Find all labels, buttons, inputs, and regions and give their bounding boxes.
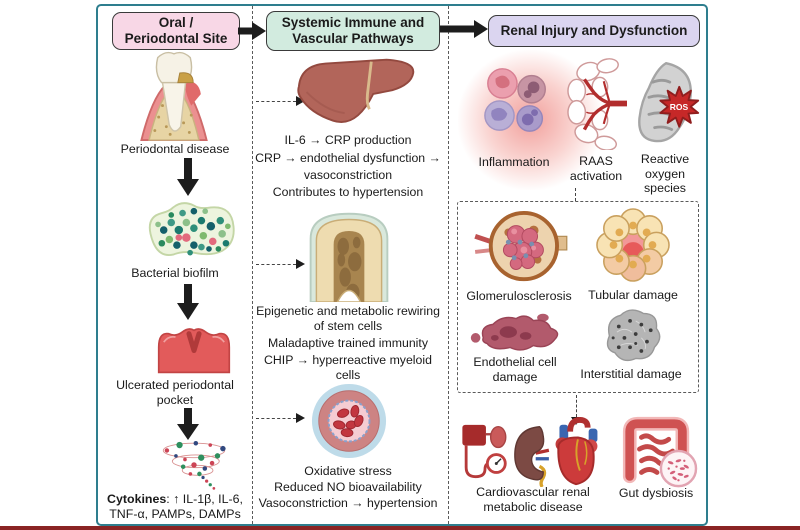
arrow-down-icon [177, 284, 199, 320]
vessel-text-3: Vasoconstriction → hypertension [258, 496, 438, 510]
cytokine-spiral-icon [162, 440, 226, 490]
vessel-text-1: Oxidative stress [304, 464, 392, 478]
liver-text-4: Contributes to hypertension [272, 185, 424, 199]
systemic-header-line2: Vascular Pathways [292, 31, 414, 46]
liver-text-1: IL-6 → CRP production [284, 133, 412, 147]
bone-marrow-icon [309, 212, 389, 302]
kidney-icon [514, 426, 550, 487]
column-divider-1 [252, 6, 253, 524]
reactive-oxygen-species-label: Reactive oxygen species [640, 152, 690, 196]
dashed-arrow-vessel [256, 413, 305, 424]
dashed-arrow-marrow [256, 259, 305, 270]
liver-text-2: CRP → endothelial dysfunction → [255, 151, 441, 165]
marrow-text-5: cells [335, 368, 361, 382]
tubular-damage-label: Tubular damage [588, 288, 678, 302]
ulcerated-pocket-label: Ulcerated periodontal pocket [116, 378, 234, 407]
liver-icon [297, 58, 415, 123]
interstitial-damage-label: Interstitial damage [580, 367, 682, 381]
tubular-damage-icon [596, 208, 670, 282]
systemic-header: Systemic Immune and Vascular Pathways [266, 11, 440, 51]
dashed-arrow-down [571, 395, 582, 425]
blood-pressure-monitor-icon [462, 424, 507, 479]
renal-damage-box [457, 201, 699, 393]
raas-vascular-tree-icon [567, 58, 627, 150]
gut-dysbiosis-icon [622, 416, 698, 488]
cytokines-label: Cytokines: ↑ IL-1β, IL-6, TNF-α, PAMPs, … [100, 492, 250, 521]
dashed-arrow-liver [256, 96, 305, 107]
bacterial-biofilm-icon [148, 202, 235, 257]
endothelial-damage-icon [470, 313, 559, 351]
arrow-right-icon [440, 20, 488, 38]
endothelial-damage-label: Endothelial cell damage [473, 355, 557, 384]
oral-header-line1: Oral / [158, 15, 194, 31]
interstitial-damage-icon [606, 309, 661, 362]
renal-header: Renal Injury and Dysfunction [488, 15, 700, 47]
cardiovascular-renal-label: Cardiovascular renal metabolic disease [476, 485, 590, 514]
marrow-text-4: CHIP → hyperreactive myeloid [264, 353, 432, 367]
bacterial-biofilm-label: Bacterial biofilm [131, 266, 219, 280]
ros-star-label: ROS [669, 102, 689, 112]
dashed-connector [575, 188, 576, 201]
figure-frame: Oral / Periodontal Site Systemic Immune … [96, 4, 708, 526]
marrow-text-2: of stem cells [313, 319, 383, 333]
bottom-red-strip [0, 526, 800, 530]
glomerulosclerosis-icon [474, 210, 568, 282]
raas-label: RAAS activation [569, 154, 623, 183]
inflammation-label: Inflammation [478, 155, 550, 169]
heart-icon [555, 416, 598, 486]
marrow-text-3: Maladaptive trained immunity [268, 336, 428, 350]
cytokines-list: : ↑ IL-1β, IL-6, TNF-α, PAMPs, DAMPs [109, 492, 243, 521]
systemic-header-line1: Systemic Immune and [281, 15, 425, 31]
column-divider-2 [448, 6, 449, 524]
cytokines-bold: Cytokines [107, 492, 167, 506]
arrow-right-icon [238, 22, 266, 40]
ulcerated-pocket-icon [157, 328, 231, 374]
glomerulosclerosis-label: Glomerulosclerosis [466, 289, 572, 303]
liver-text-3: vasoconstriction [303, 168, 393, 182]
vessel-text-2: Reduced NO bioavailability [274, 480, 422, 494]
gut-dysbiosis-label: Gut dysbiosis [618, 486, 694, 500]
renal-header-label: Renal Injury and Dysfunction [500, 23, 688, 39]
blood-vessel-cross-section-icon [311, 383, 387, 459]
arrow-down-icon [177, 158, 199, 196]
oral-header: Oral / Periodontal Site [112, 12, 240, 50]
inflammation-cells-icon [484, 68, 546, 132]
mitochondria-ros-icon [638, 61, 700, 143]
periodontal-disease-label: Periodontal disease [120, 142, 230, 156]
arrow-down-icon [177, 408, 199, 440]
marrow-text-1: Epigenetic and metabolic rewiring [256, 304, 440, 318]
oral-header-line2: Periodontal Site [124, 31, 228, 46]
periodontal-tooth-icon [140, 51, 208, 142]
